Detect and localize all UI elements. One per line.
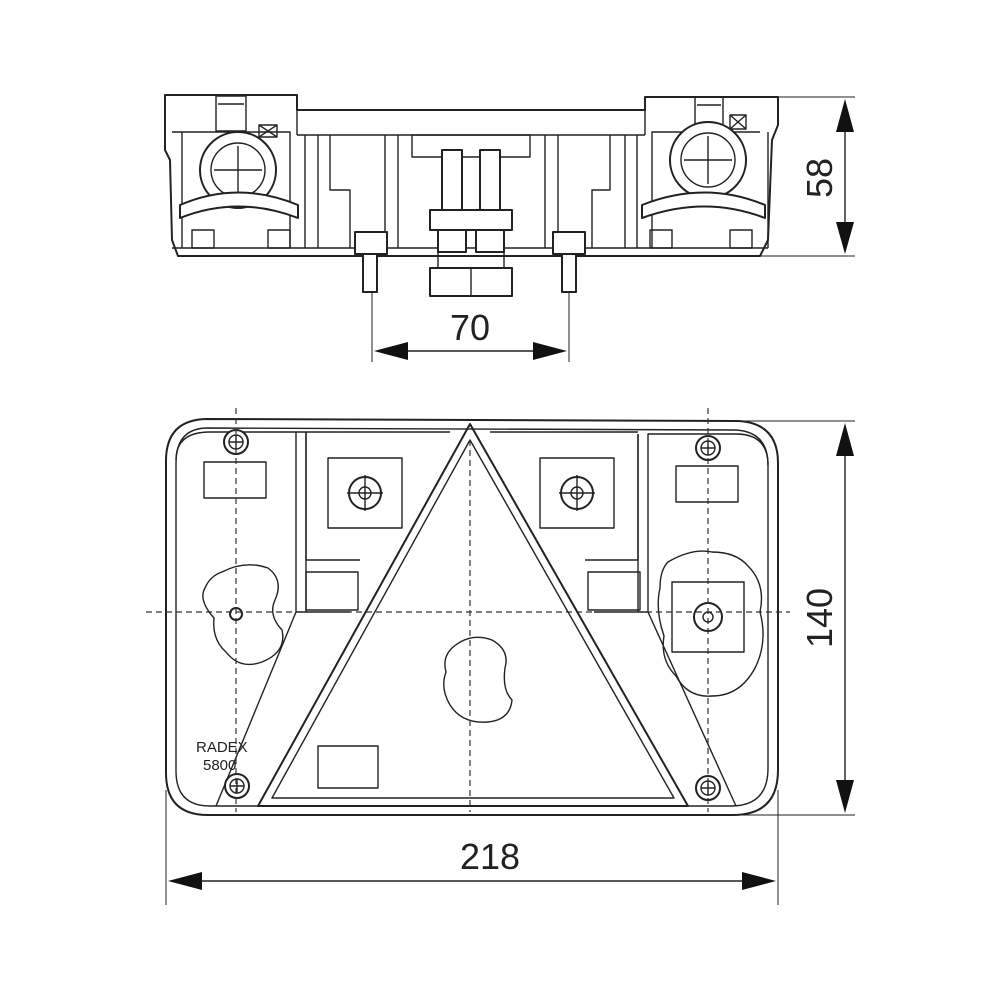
dimension-height-label: 58 [799, 158, 840, 198]
model-label: 5800 [203, 757, 236, 774]
side-view [164, 94, 779, 297]
dimension-center-spacing-label: 70 [450, 307, 490, 348]
dimension-center-spacing: 70 [371, 292, 570, 362]
dimension-width-label: 218 [460, 836, 520, 877]
dimension-height: 58 [760, 96, 855, 257]
dimension-width: 218 [165, 790, 779, 905]
front-view: RADEX 5800 [146, 408, 790, 816]
dimension-depth: 140 [733, 420, 855, 816]
corner-screw-bottom-left [224, 773, 250, 799]
dimension-depth-label: 140 [799, 588, 840, 648]
brand-label: RADEX [196, 739, 248, 756]
